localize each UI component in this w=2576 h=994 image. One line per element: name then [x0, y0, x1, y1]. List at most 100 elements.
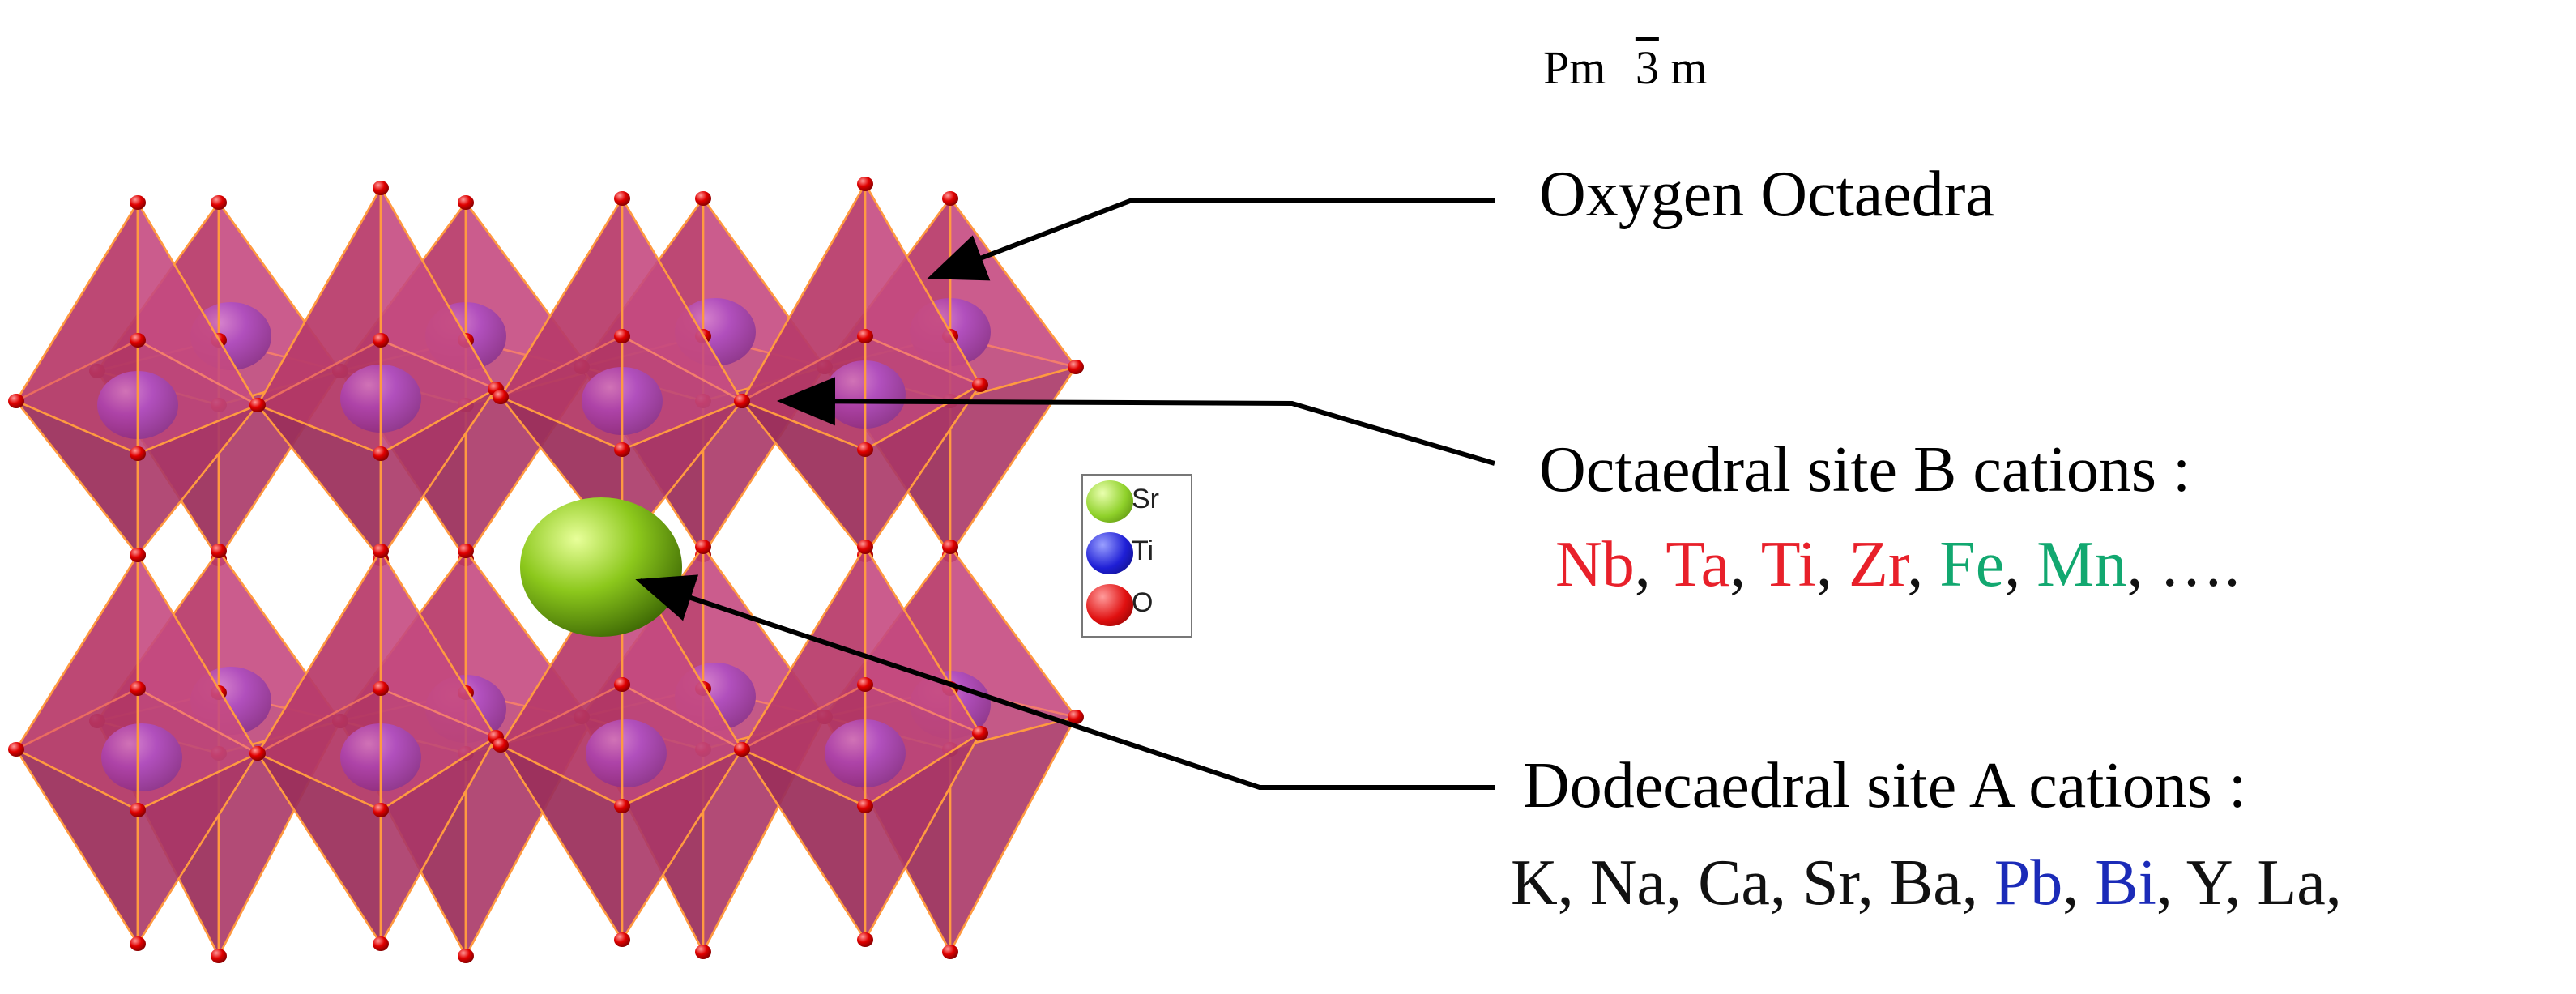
oxygen-atom	[857, 540, 873, 554]
space-group-overlined: 3	[1635, 41, 1659, 94]
oxygen-atom	[458, 195, 474, 210]
space-group-suffix: m	[1670, 41, 1708, 94]
list-trailing-ellipsis: ….	[2159, 529, 2241, 600]
oxygen-atom	[211, 544, 227, 558]
list-separator: ,	[2224, 847, 2258, 919]
list-separator: ,	[1665, 847, 1699, 919]
octahedron-front-face	[136, 752, 259, 945]
oxygen-atom	[1068, 710, 1084, 724]
list-separator: ,	[1961, 847, 1994, 919]
oxygen-atom	[857, 329, 873, 343]
legend-item-sr: Sr	[1086, 477, 1190, 526]
atom-legend: Sr Ti O	[1081, 474, 1192, 638]
oxygen-atom	[695, 540, 711, 554]
oxygen-atom	[8, 394, 24, 408]
space-group-label: Pm 3 m	[1543, 41, 1708, 95]
site-a-cation-list: K, Na, Ca, Sr, Ba, Pb, Bi, Y, La,	[1511, 847, 2342, 920]
legend-label-sr: Sr	[1132, 484, 1159, 514]
octahedron-front-face	[379, 387, 497, 561]
a-cation-la: La	[2257, 847, 2326, 919]
oxygen-atom	[130, 195, 146, 210]
arrow-oxygen-octaedra	[927, 198, 1495, 281]
list-separator: ,	[2062, 847, 2096, 919]
a-cation-y: Y	[2186, 847, 2225, 919]
legend-item-o: O	[1086, 581, 1190, 629]
oxygen-atom	[130, 333, 146, 348]
list-separator: ,	[1815, 529, 1849, 600]
oxygen-atom	[614, 677, 630, 692]
b-cation-ti: Ti	[1760, 529, 1816, 600]
sr-legend-ball-icon	[1086, 480, 1133, 523]
oxygen-atom	[857, 932, 873, 947]
oxygen-atom	[130, 803, 146, 817]
oxygen-atom	[734, 394, 750, 408]
list-separator: ,	[1907, 529, 1940, 600]
a-site-sr-atom	[520, 497, 682, 637]
oxygen-atom	[972, 378, 988, 392]
list-separator: ,	[1769, 847, 1802, 919]
list-separator: ,	[1634, 529, 1666, 600]
oxygen-atom	[373, 333, 389, 348]
octahedron-front-face	[949, 365, 1077, 557]
oxygen-atom	[857, 442, 873, 457]
oxygen-octaedra-label: Oxygen Octaedra	[1539, 159, 1994, 230]
list-separator: ,	[2156, 847, 2186, 919]
b-cation-fe: Fe	[1939, 529, 2005, 600]
a-cation-k: K	[1511, 847, 1558, 919]
site-b-cation-list: Nb, Ta, Ti, Zr, Fe, Mn, ….	[1555, 528, 2240, 602]
o-legend-ball-icon	[1086, 584, 1133, 626]
octahedron-front-face	[621, 748, 744, 941]
oxygen-atom	[942, 945, 958, 959]
oxygen-atom	[458, 949, 474, 963]
space-group-prefix: Pm	[1543, 41, 1606, 94]
oxygen-atom	[249, 746, 266, 761]
list-separator: ,	[2325, 847, 2342, 919]
oxygen-atom	[130, 681, 146, 696]
oxygen-atom	[373, 936, 389, 951]
oxygen-atom	[614, 932, 630, 947]
legend-label-o: O	[1132, 587, 1154, 618]
b-cation-mn: Mn	[2036, 529, 2127, 600]
oxygen-atom	[211, 949, 227, 963]
a-cation-bi: Bi	[2095, 847, 2156, 919]
octahedron-front-face	[379, 736, 497, 945]
oxygen-atom	[249, 398, 266, 412]
oxygen-atom	[857, 799, 873, 813]
octahedron-front-face	[864, 732, 982, 941]
oxygen-atom	[493, 738, 509, 753]
oxygen-atom	[857, 677, 873, 692]
a-cation-sr: Sr	[1802, 847, 1857, 919]
b-cation-ta: Ta	[1665, 529, 1730, 600]
oxygen-atom	[373, 544, 389, 558]
list-separator: ,	[1729, 529, 1761, 600]
oxygen-atom	[130, 446, 146, 461]
a-cation-pb: Pb	[1994, 847, 2063, 919]
oxygen-atom	[734, 742, 750, 757]
octahedron-front-face	[136, 403, 259, 557]
arrow-site-a	[635, 574, 1495, 790]
list-separator: ,	[2126, 529, 2160, 600]
oxygen-atom	[614, 191, 630, 206]
oxygen-atom	[942, 540, 958, 554]
list-separator: ,	[1857, 847, 1890, 919]
oxygen-atom	[942, 191, 958, 206]
list-separator: ,	[2004, 529, 2037, 600]
oxygen-atom	[493, 390, 509, 404]
oxygen-atom	[857, 177, 873, 191]
oxygen-atom	[8, 742, 24, 757]
site-a-title: Dodecaedral site A cations :	[1523, 750, 2247, 821]
octahedron-front-face	[864, 383, 982, 557]
oxygen-atom	[373, 803, 389, 817]
ti-legend-ball-icon	[1086, 532, 1133, 574]
b-cation-zr: Zr	[1848, 529, 1908, 600]
a-cation-ba: Ba	[1889, 847, 1962, 919]
list-separator: ,	[1557, 847, 1590, 919]
oxygen-atom	[614, 799, 630, 813]
legend-label-ti: Ti	[1132, 535, 1154, 566]
oxygen-atom	[211, 195, 227, 210]
oxygen-atom	[373, 446, 389, 461]
oxygen-atom	[130, 548, 146, 562]
arrow-site-b	[777, 377, 1495, 466]
oxygen-atom	[458, 544, 474, 558]
